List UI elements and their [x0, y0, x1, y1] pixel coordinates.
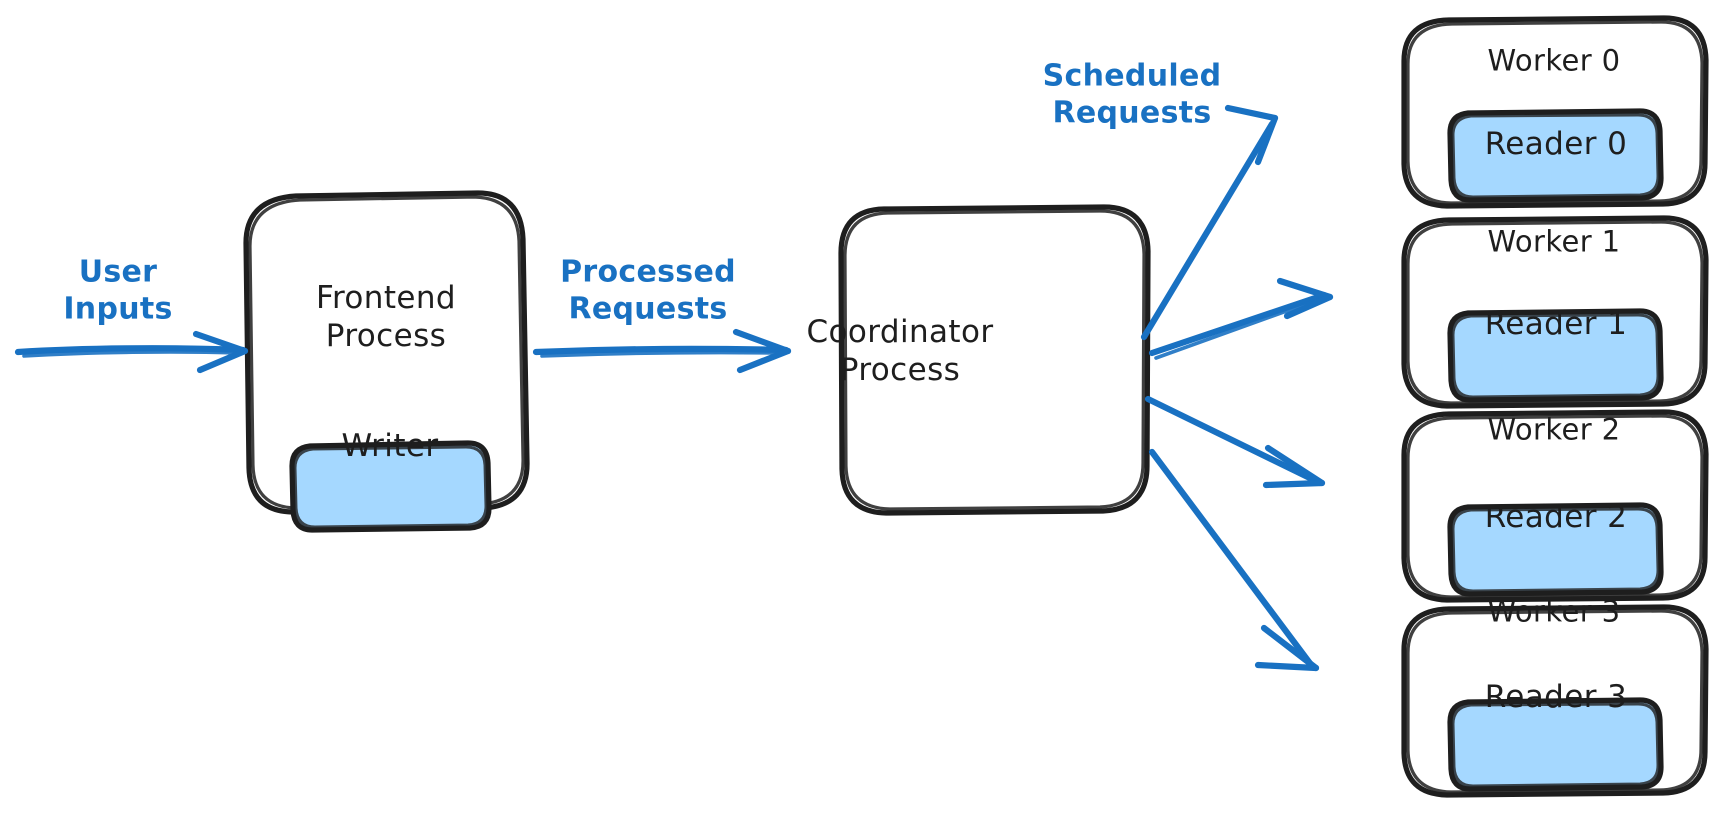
arrow-user-inputs: [14, 330, 249, 374]
writer-box: [289, 440, 492, 533]
coordinator-process-box: [838, 204, 1151, 516]
arrow-to-worker-1: [1148, 277, 1334, 360]
arrow-to-worker-0: [1140, 104, 1279, 341]
arrow-to-worker-3: [1148, 448, 1320, 672]
arrow-to-worker-2: [1144, 395, 1326, 489]
reader-0-box: [1447, 108, 1664, 203]
reader-1-box: [1447, 308, 1664, 403]
reader-3-box: [1447, 697, 1664, 792]
reader-2-box: [1447, 502, 1664, 597]
arrow-processed-requests: [532, 328, 792, 374]
